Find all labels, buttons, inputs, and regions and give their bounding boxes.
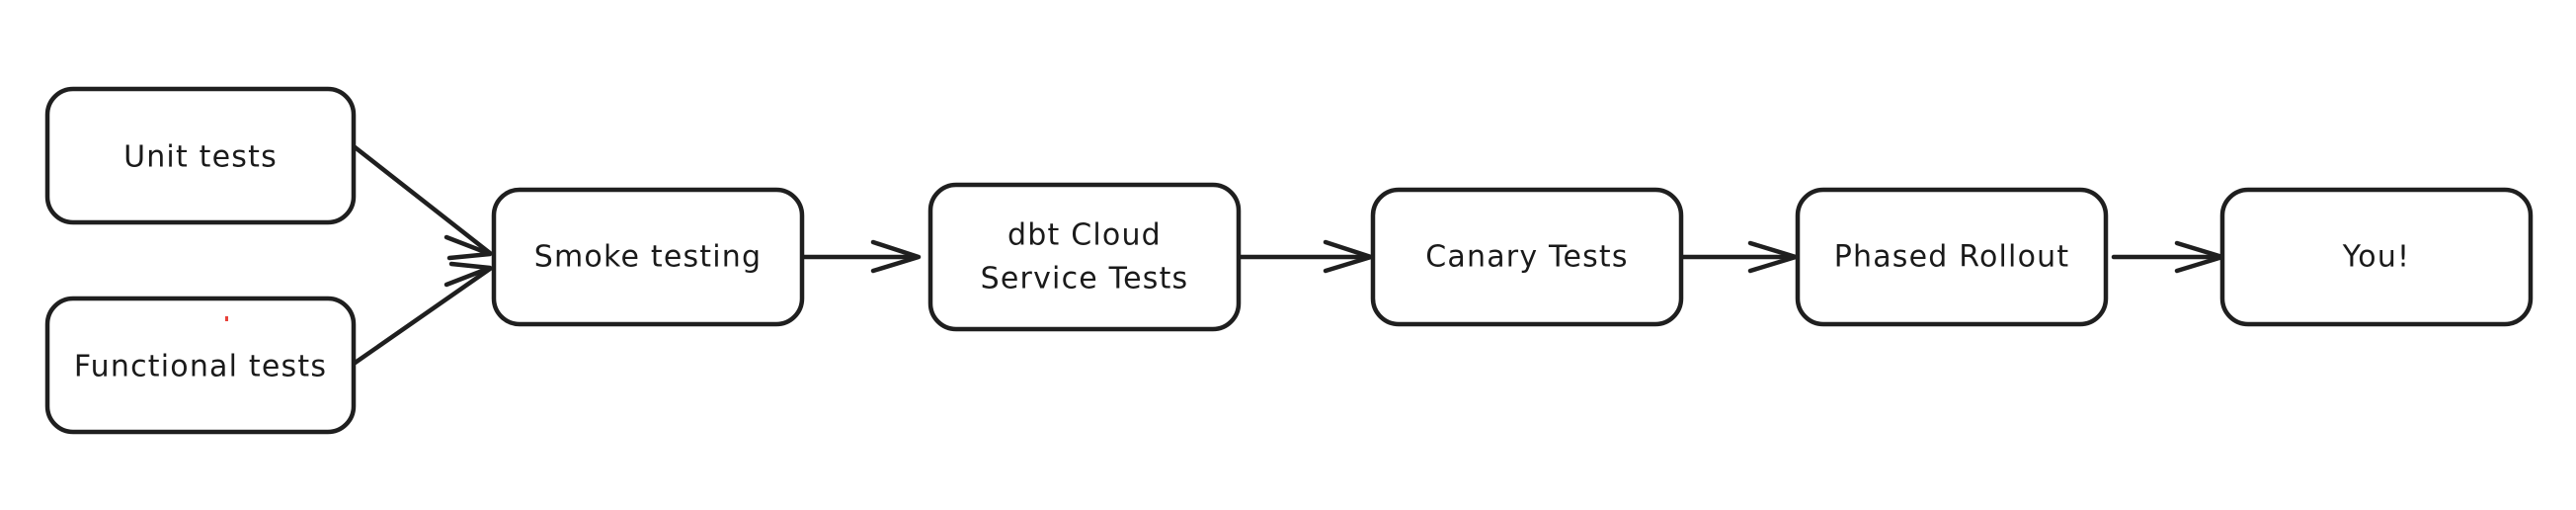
node-dbt-cloud-service-tests-shape[interactable] bbox=[927, 182, 1242, 332]
node-smoke-testing-label: Smoke testing bbox=[534, 240, 763, 275]
node-dbt-cloud-service-tests-label-line1: dbt Cloud bbox=[1007, 218, 1162, 253]
edge-functional-tests-to-smoke-testing bbox=[351, 261, 493, 367]
edge-smoke-testing-to-dbt-cloud-service-tests bbox=[799, 239, 922, 274]
node-you-shape[interactable] bbox=[2219, 187, 2534, 327]
node-functional-tests-label: Functional tests bbox=[74, 350, 327, 384]
edge-unit-tests-to-smoke-testing bbox=[351, 143, 493, 261]
node-smoke-testing-shape[interactable] bbox=[491, 187, 805, 327]
node-unit-tests-label: Unit tests bbox=[123, 140, 278, 175]
edge-dbt-cloud-service-tests-to-canary-tests bbox=[1236, 239, 1374, 274]
node-functional-tests-shape[interactable] bbox=[44, 296, 357, 435]
node-canary-tests[interactable]: Canary Tests bbox=[1370, 187, 1684, 327]
node-unit-tests[interactable]: Unit tests bbox=[44, 86, 357, 225]
node-phased-rollout-label: Phased Rollout bbox=[1834, 240, 2070, 275]
edge-phased-rollout-to-you bbox=[2111, 240, 2225, 274]
node-smoke-testing[interactable]: Smoke testing bbox=[491, 187, 805, 327]
node-dbt-cloud-service-tests-label-line2: Service Tests bbox=[981, 262, 1189, 297]
edge-canary-tests-to-phased-rollout bbox=[1680, 240, 1799, 274]
node-dbt-cloud-service-tests[interactable]: dbt Cloud Service Tests bbox=[927, 182, 1242, 332]
node-you[interactable]: You! bbox=[2219, 187, 2534, 327]
node-unit-tests-shape[interactable] bbox=[44, 86, 357, 225]
node-functional-tests[interactable]: Functional tests bbox=[44, 296, 357, 435]
node-you-label: You! bbox=[2342, 240, 2411, 275]
node-canary-tests-label: Canary Tests bbox=[1425, 240, 1628, 275]
node-phased-rollout-shape[interactable] bbox=[1795, 187, 2109, 327]
node-phased-rollout[interactable]: Phased Rollout bbox=[1795, 187, 2109, 327]
red-speck-artifact bbox=[225, 316, 228, 321]
node-canary-tests-shape[interactable] bbox=[1370, 187, 1684, 327]
